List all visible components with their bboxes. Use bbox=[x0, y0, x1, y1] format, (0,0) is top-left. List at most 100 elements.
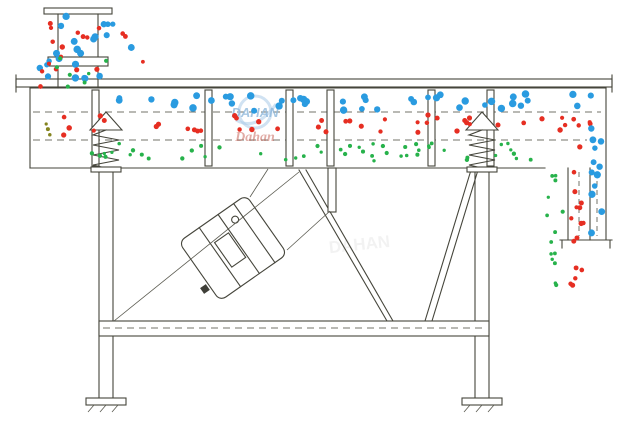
spring-coil bbox=[91, 129, 120, 169]
particle-blue bbox=[588, 229, 595, 237]
particle-blue bbox=[339, 98, 346, 105]
particle-blue bbox=[71, 60, 80, 68]
particle-green bbox=[552, 261, 557, 266]
motor-mount bbox=[249, 168, 331, 251]
particle-red bbox=[573, 276, 578, 281]
vibration-motor bbox=[180, 197, 286, 299]
particle-green bbox=[415, 152, 420, 157]
particle-green bbox=[414, 142, 419, 147]
particle-red bbox=[140, 59, 145, 64]
particle-red bbox=[573, 265, 579, 271]
particle-green bbox=[67, 72, 72, 77]
particle-red bbox=[319, 118, 325, 123]
particle-green bbox=[283, 157, 288, 162]
particles-deck-mid-red bbox=[61, 112, 593, 138]
foot-right bbox=[461, 397, 503, 406]
particle-red bbox=[562, 122, 568, 128]
particles-deck-top-blue bbox=[115, 90, 594, 114]
particle-blue bbox=[597, 138, 605, 145]
particle-red bbox=[46, 61, 52, 66]
foot-hatching bbox=[87, 404, 495, 413]
particle-green bbox=[493, 153, 498, 158]
particle-olive bbox=[44, 122, 48, 126]
particle-red bbox=[74, 67, 80, 73]
particle-red bbox=[323, 129, 329, 135]
brand-watermark: DAHAN Dahan DAHAN bbox=[232, 94, 391, 257]
particle-red bbox=[185, 126, 191, 132]
particle-red bbox=[577, 205, 583, 211]
particle-blue bbox=[487, 97, 496, 106]
particle-green bbox=[550, 257, 554, 262]
particles-feed-green bbox=[54, 56, 109, 89]
particle-green bbox=[357, 145, 361, 149]
particle-red bbox=[557, 127, 563, 133]
particle-red bbox=[343, 118, 349, 124]
particle-green bbox=[403, 144, 408, 150]
particle-green bbox=[380, 143, 386, 149]
particle-red bbox=[521, 120, 527, 126]
particle-blue bbox=[461, 97, 469, 105]
spring-base bbox=[90, 166, 122, 173]
particle-blue bbox=[290, 97, 297, 104]
particles-feed-red bbox=[47, 21, 102, 73]
particle-green bbox=[319, 150, 323, 154]
particle-blue bbox=[509, 93, 517, 101]
particle-red bbox=[415, 129, 421, 135]
particle-blue bbox=[524, 97, 531, 104]
particle-blue bbox=[96, 72, 103, 80]
particle-green bbox=[146, 156, 151, 161]
particle-blue bbox=[456, 104, 463, 111]
particle-blue bbox=[374, 106, 381, 113]
particle-blue bbox=[408, 95, 415, 102]
particle-blue bbox=[90, 35, 98, 43]
particle-green bbox=[511, 151, 517, 156]
particle-blue bbox=[592, 145, 598, 151]
particle-blue bbox=[226, 93, 234, 101]
particle-red bbox=[581, 220, 586, 226]
particle-blue bbox=[71, 74, 80, 82]
particles-feed-right-red bbox=[120, 31, 145, 64]
motor-label-plate bbox=[213, 232, 247, 268]
stiffener bbox=[204, 89, 213, 167]
particle-green bbox=[545, 213, 549, 218]
particle-green bbox=[417, 148, 421, 152]
particle-green bbox=[553, 251, 557, 256]
screen-box bbox=[29, 87, 607, 241]
support-frame bbox=[85, 171, 503, 413]
discharge-chute bbox=[559, 167, 613, 249]
particle-green bbox=[199, 143, 204, 148]
particle-red bbox=[382, 117, 387, 122]
particle-blue bbox=[193, 92, 201, 100]
spring-base bbox=[466, 166, 498, 173]
particles-feed-spray-blue bbox=[36, 58, 52, 80]
particle-red bbox=[256, 119, 262, 125]
particles-box-left-olive bbox=[44, 122, 52, 137]
particle-green bbox=[499, 142, 504, 147]
particle-red bbox=[91, 128, 96, 133]
particle-red bbox=[96, 25, 102, 31]
particle-green bbox=[429, 141, 434, 146]
particle-green bbox=[347, 143, 353, 148]
particle-olive bbox=[45, 127, 50, 132]
particle-green bbox=[442, 148, 446, 152]
particle-red bbox=[50, 39, 55, 44]
particle-blue bbox=[301, 101, 308, 108]
particle-green bbox=[54, 65, 59, 70]
particle-blue bbox=[170, 101, 178, 109]
particle-red bbox=[467, 121, 472, 127]
particle-red bbox=[587, 121, 593, 127]
particle-green bbox=[371, 142, 375, 146]
particle-red bbox=[198, 128, 204, 133]
motor-band bbox=[232, 202, 276, 264]
particle-blue bbox=[521, 90, 530, 98]
particle-blue bbox=[189, 104, 197, 112]
particle-green bbox=[560, 209, 565, 214]
particle-green bbox=[130, 148, 136, 153]
particle-green bbox=[360, 149, 366, 154]
particle-red bbox=[94, 66, 100, 72]
stiffener bbox=[326, 89, 335, 167]
particle-red bbox=[454, 128, 460, 134]
particle-red bbox=[97, 113, 103, 119]
stiffener bbox=[285, 89, 294, 167]
particle-blue bbox=[110, 21, 116, 27]
